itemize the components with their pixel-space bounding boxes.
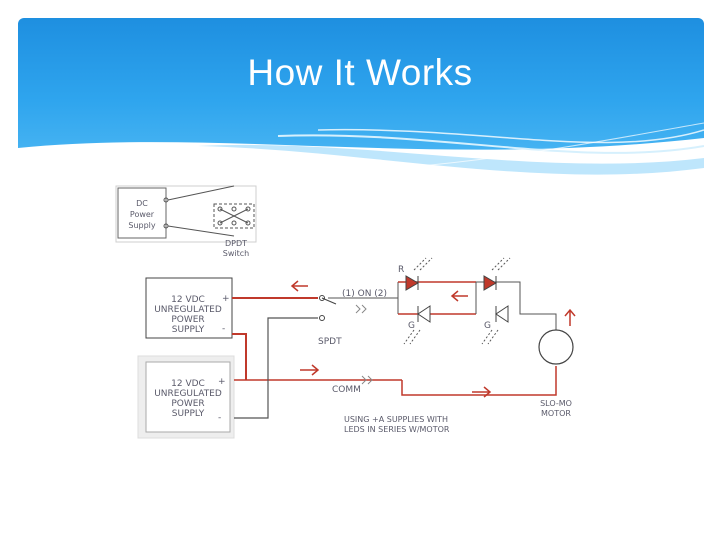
- arrow-right-icon: [300, 364, 320, 376]
- led-g1-label: G: [408, 321, 415, 331]
- led-pair-2: G: [481, 257, 511, 345]
- supply-top-label-4: SUPPLY: [172, 325, 205, 335]
- note-line-2: LEDS IN SERIES W/MOTOR: [344, 425, 450, 434]
- supply-top-label-3: POWER: [171, 315, 204, 325]
- led-pair-1: R G: [398, 257, 433, 345]
- arrow-up-icon: [564, 308, 576, 326]
- motor-label-1: SLO-MO: [540, 399, 572, 408]
- spdt-switch: (1) ON (2) SPDT: [318, 289, 387, 347]
- inset-switch-label-2: Switch: [223, 249, 249, 258]
- led-r-label: R: [398, 265, 404, 275]
- supply-top-label-2: UNREGULATED: [154, 305, 222, 315]
- motor: SLO-MO MOTOR: [538, 329, 574, 418]
- supply-bottom-label-3: POWER: [171, 399, 204, 409]
- chevron-right-icon: [355, 304, 367, 314]
- wires: [232, 281, 557, 419]
- note-line-1: USING +A SUPPLIES WITH: [344, 415, 448, 424]
- supply-bottom: 12 VDC UNREGULATED POWER SUPPLY + -: [137, 355, 235, 439]
- supply-bottom-label-2: UNREGULATED: [154, 389, 222, 399]
- supply-top-pos: +: [222, 294, 230, 304]
- supply-bottom-neg: -: [218, 413, 221, 423]
- inset-supply-label-2: Power: [130, 210, 155, 219]
- chevron-right-icon-2: [361, 375, 373, 385]
- motor-label-2: MOTOR: [541, 409, 571, 418]
- supply-bottom-pos: +: [218, 377, 226, 387]
- supply-top-label-1: 12 VDC: [171, 295, 205, 305]
- current-arrows: [290, 280, 576, 398]
- inset-dpdt: DC Power Supply DPDT Switch: [115, 185, 257, 258]
- inset-supply-label-3: Supply: [128, 221, 156, 230]
- slide-title: How It Works: [247, 52, 473, 93]
- arrow-left-icon: [290, 280, 308, 292]
- spdt-label: SPDT: [318, 337, 342, 347]
- comm-label: COMM: [332, 385, 361, 395]
- supply-top-neg: -: [222, 324, 225, 334]
- inset-switch-label-1: DPDT: [225, 239, 247, 248]
- led-g2-label: G: [484, 321, 491, 331]
- arrow-right-icon-2: [472, 386, 492, 398]
- switch-label: (1) ON (2): [342, 289, 387, 299]
- current-chevrons: [355, 304, 373, 385]
- arrow-left-icon-2: [450, 290, 468, 302]
- inset-supply-label-1: DC: [136, 199, 148, 208]
- supply-bottom-label-4: SUPPLY: [172, 409, 205, 419]
- supply-bottom-label-1: 12 VDC: [171, 379, 205, 389]
- supply-top: 12 VDC UNREGULATED POWER SUPPLY + -: [145, 277, 233, 339]
